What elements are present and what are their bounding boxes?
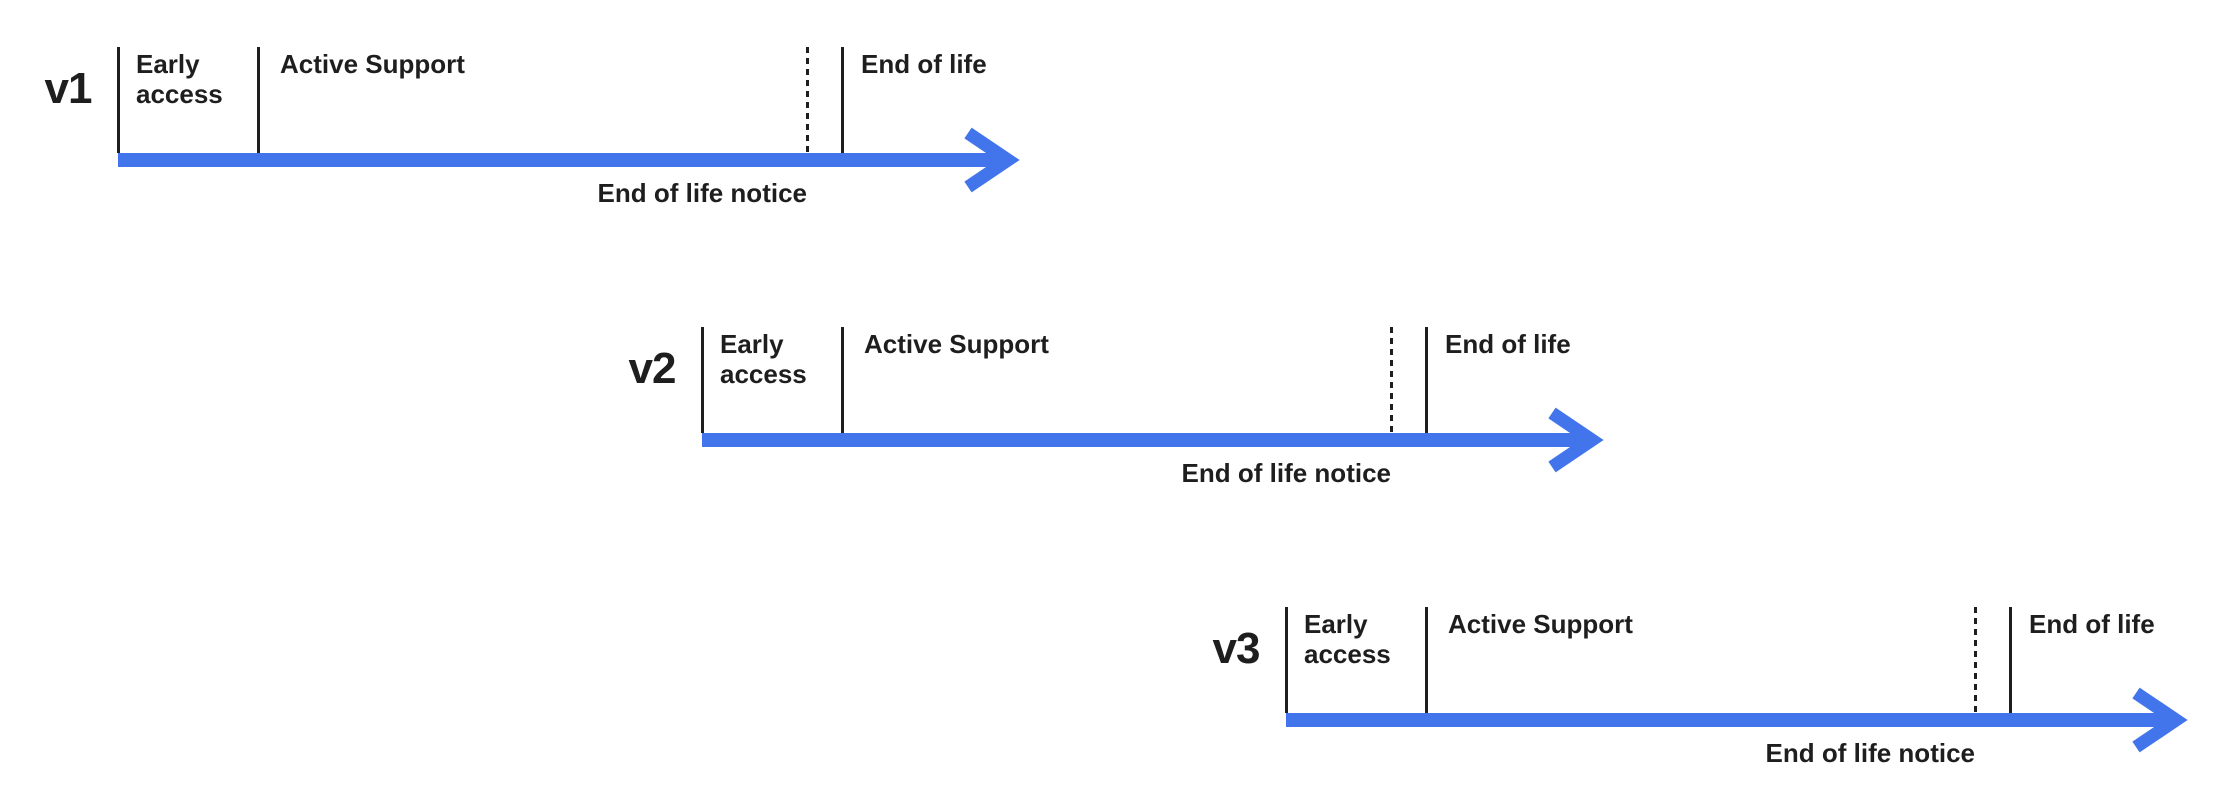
active-support-label: Active Support: [1448, 609, 1633, 639]
end-of-life-tick: [1425, 327, 1428, 433]
timeline-v1: v1 Early access Active Support End of li…: [30, 30, 1115, 210]
eol-notice-label: End of life notice: [1765, 738, 1975, 768]
timeline-arrow-shaft: [118, 153, 996, 167]
active-support-label: Active Support: [280, 49, 465, 79]
active-support-start-tick: [257, 47, 260, 153]
end-of-life-tick: [841, 47, 844, 153]
active-support-start-tick: [841, 327, 844, 433]
timeline-arrow-shaft: [702, 433, 1580, 447]
early-access-start-tick: [1285, 607, 1288, 713]
timeline-v3: v3 Early access Active Support End of li…: [1198, 590, 2228, 770]
eol-notice-dashed-line: [1390, 327, 1393, 433]
eol-notice-label: End of life notice: [1181, 458, 1391, 488]
end-of-life-tick: [2009, 607, 2012, 713]
eol-notice-dashed-line: [806, 47, 809, 153]
eol-notice-dashed-line: [1974, 607, 1977, 713]
early-access-label: Early access: [136, 49, 223, 109]
end-of-life-label: End of life: [1445, 329, 1571, 359]
arrowhead-icon: [964, 127, 1020, 193]
version-label: v1: [44, 64, 93, 113]
end-of-life-label: End of life: [2029, 609, 2155, 639]
arrowhead-icon: [2132, 687, 2188, 753]
active-support-label: Active Support: [864, 329, 1049, 359]
version-label: v2: [628, 344, 677, 393]
eol-notice-label: End of life notice: [597, 178, 807, 208]
early-access-start-tick: [117, 47, 120, 153]
early-access-label: Early access: [720, 329, 807, 389]
early-access-start-tick: [701, 327, 704, 433]
active-support-start-tick: [1425, 607, 1428, 713]
end-of-life-label: End of life: [861, 49, 987, 79]
timeline-v2: v2 Early access Active Support End of li…: [614, 310, 1699, 490]
early-access-label: Early access: [1304, 609, 1391, 669]
arrowhead-icon: [1548, 407, 1604, 473]
version-label: v3: [1212, 624, 1261, 673]
timeline-arrow-shaft: [1286, 713, 2164, 727]
